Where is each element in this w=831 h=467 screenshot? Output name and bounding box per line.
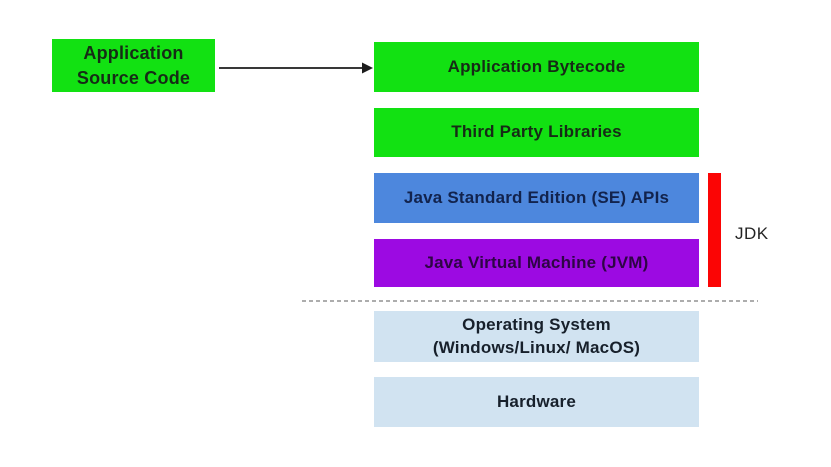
java-se-apis-box: Java Standard Edition (SE) APIs — [374, 173, 699, 223]
application-bytecode-label: Application Bytecode — [447, 56, 626, 76]
arrow-source-to-bytecode — [219, 62, 373, 74]
java-se-apis-label: Java Standard Edition (SE) APIs — [403, 187, 670, 207]
application-bytecode-box: Application Bytecode — [374, 42, 699, 92]
jdk-label: JDK — [735, 224, 769, 243]
hardware-label: Hardware — [496, 391, 577, 411]
operating-system-label-line2: (Windows/Linux/ MacOS) — [432, 337, 641, 357]
operating-system-box: Operating System (Windows/Linux/ MacOS) — [374, 311, 699, 362]
application-source-code-label-line1: Application — [83, 43, 184, 64]
third-party-libraries-box: Third Party Libraries — [374, 108, 699, 157]
operating-system-label-line1: Operating System — [462, 314, 611, 334]
application-source-code-box: Application Source Code — [52, 39, 215, 92]
dashed-separator-line — [302, 300, 758, 302]
third-party-libraries-label: Third Party Libraries — [451, 122, 622, 142]
jvm-label: Java Virtual Machine (JVM) — [424, 252, 649, 272]
application-source-code-label-line2: Source Code — [76, 67, 191, 88]
jdk-bracket-bar — [708, 173, 721, 287]
jvm-box: Java Virtual Machine (JVM) — [374, 239, 699, 287]
hardware-box: Hardware — [374, 377, 699, 427]
